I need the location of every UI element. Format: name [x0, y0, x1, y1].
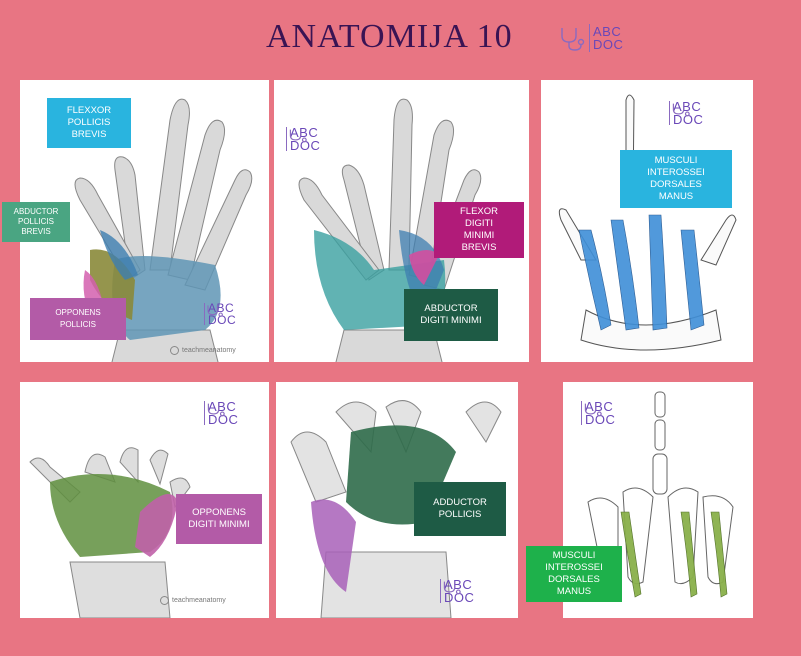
logo-text-doc: DOC [593, 37, 624, 52]
label-adductor-pollicis: ADDUCTOR POLLICIS [414, 482, 506, 536]
panel-interossei-dorsales-sketch: ABC DOC [541, 80, 753, 362]
abcdoc-logo-small: ABC DOC [204, 400, 238, 426]
stethoscope-icon [207, 305, 223, 317]
stethoscope-icon [443, 581, 461, 595]
abcdoc-logo-small: ABC DOC [440, 578, 474, 604]
stethoscope-icon [584, 403, 602, 417]
abcdoc-logo-small: ABC DOC [204, 302, 236, 326]
label-opponens-digiti-minimi: OPPONENS DIGITI MINIMI [176, 494, 262, 544]
abcdoc-logo-small: ABC DOC [286, 126, 320, 152]
label-abductor-pollicis-brevis: ABDUCTOR POLLICIS BREVIS [2, 202, 70, 242]
credit-teachmeanatomy: teachmeanatomy [170, 346, 236, 355]
page-title: ANATOMIJA 10 [266, 18, 513, 55]
panel-opponens-digiti-minimi: teachmeanatomy ABC DOC [20, 382, 269, 618]
label-flexor-pollicis-brevis: FLEXXOR POLLICIS BREVIS [47, 98, 131, 148]
label-opponens-pollicis: OPPONENS POLLICIS [30, 298, 126, 340]
stethoscope-icon [561, 28, 585, 51]
hand-palm-illustration [74, 98, 253, 362]
hand-palm-illustration-2 [298, 98, 482, 362]
credit-teachmeanatomy: teachmeanatomy [160, 596, 226, 605]
abcdoc-logo-small: ABC DOC [581, 400, 615, 426]
label-interossei-dorsales-top: MUSCULI INTEROSSEI DORSALES MANUS [620, 150, 732, 208]
label-flexor-digiti-minimi-brevis: FLEXOR DIGITI MINIMI BREVIS [434, 202, 524, 258]
abcdoc-logo-small: ABC DOC [669, 100, 703, 126]
stethoscope-icon [672, 103, 690, 117]
stethoscope-icon [207, 403, 225, 417]
hand-deep-illustration [29, 447, 191, 618]
stethoscope-icon [289, 129, 307, 143]
abcdoc-logo: ABC DOC [556, 24, 623, 52]
logo-text-abc: ABC [593, 24, 622, 39]
label-abductor-digiti-minimi: ABDUCTOR DIGITI MINIMI [404, 289, 498, 341]
interossei-sketch-illustration [558, 94, 737, 351]
label-interossei-dorsales-bottom: MUSCULI INTEROSSEI DORSALES MANUS [526, 546, 622, 602]
